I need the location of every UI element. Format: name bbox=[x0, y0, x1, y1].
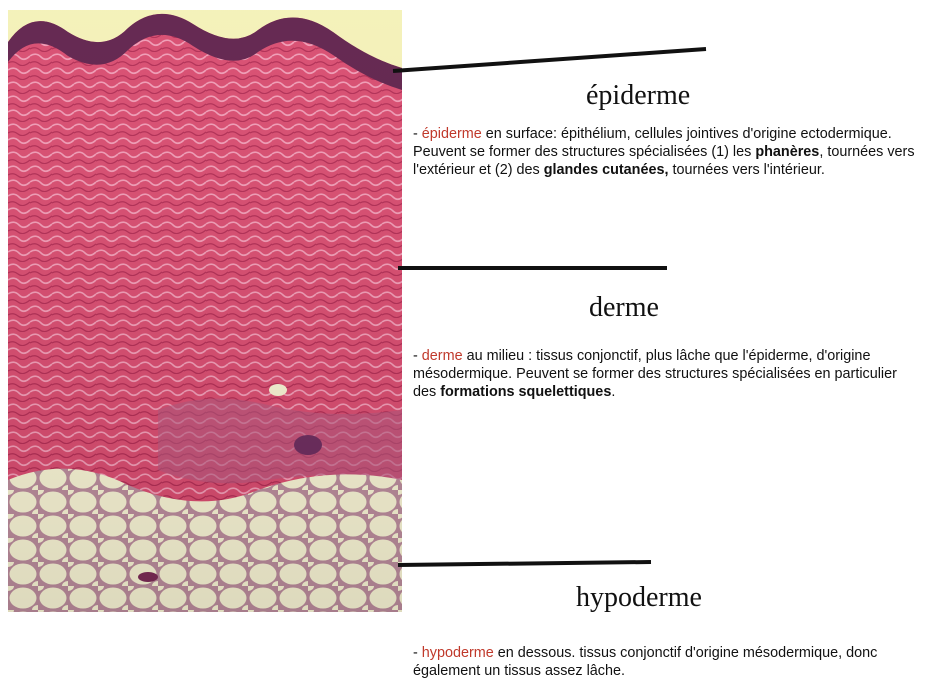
desc-text: tournées vers l'intérieur. bbox=[669, 162, 825, 178]
hypoderme-description: - hypoderme en dessous. tissus conjoncti… bbox=[413, 645, 913, 681]
epiderme-title: épiderme bbox=[586, 80, 690, 112]
phaneres-term: phanères bbox=[755, 144, 819, 160]
desc-dash: - bbox=[413, 348, 422, 364]
epiderme-term: épiderme bbox=[422, 126, 482, 142]
skin-histology-image bbox=[8, 10, 402, 612]
derme-title: derme bbox=[589, 292, 659, 324]
hypoderme-pointer-line bbox=[398, 562, 651, 565]
glandes-cutanees-term: glandes cutanées, bbox=[544, 162, 669, 178]
hypoderme-title: hypoderme bbox=[576, 582, 702, 614]
hypoderme-term: hypoderme bbox=[422, 645, 494, 661]
desc-dash: - bbox=[413, 645, 422, 661]
derme-description: - derme au milieu : tissus conjonctif, p… bbox=[413, 348, 903, 401]
formations-squelettiques-term: formations squelettiques bbox=[440, 384, 611, 400]
derme-term: derme bbox=[422, 348, 463, 364]
desc-text: . bbox=[611, 384, 615, 400]
epiderme-description: - épiderme en surface: épithélium, cellu… bbox=[413, 126, 921, 179]
epiderme-pointer-line bbox=[393, 49, 706, 71]
desc-dash: - bbox=[413, 126, 422, 142]
